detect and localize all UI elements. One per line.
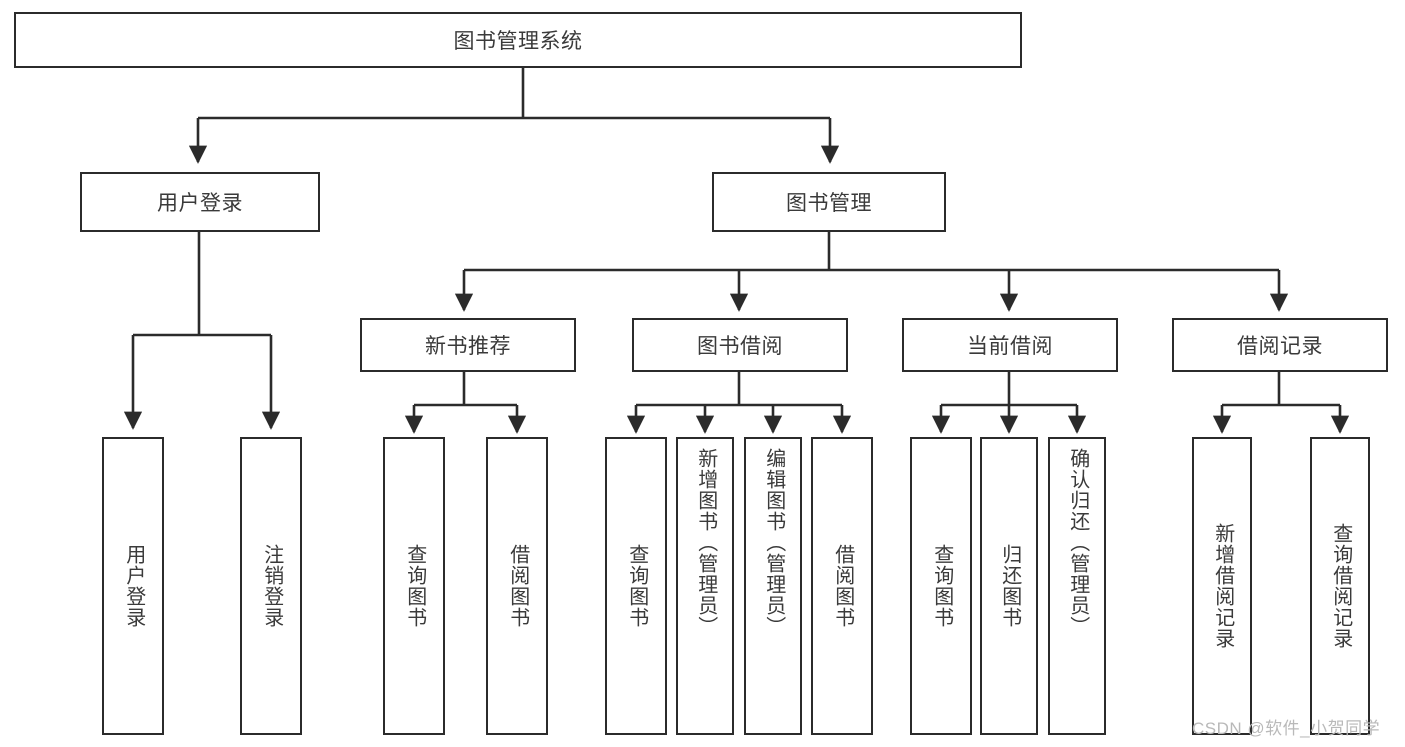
leaf-borrow-book-2[interactable]: 借阅图书 (811, 437, 873, 735)
leaf-query-book-2-label: 查询图书 (625, 544, 648, 628)
leaf-edit-book-label: 编辑图书（管理员） (762, 448, 785, 637)
leaf-query-record-label: 查询借阅记录 (1329, 523, 1352, 649)
node-current-borrow-label: 当前借阅 (967, 335, 1053, 358)
leaf-add-record-label: 新增借阅记录 (1211, 523, 1234, 649)
leaf-user-login[interactable]: 用户登录 (102, 437, 164, 735)
node-book-borrow-label: 图书借阅 (697, 335, 783, 358)
node-root[interactable]: 图书管理系统 (14, 12, 1022, 68)
leaf-logout-login-label: 注销登录 (260, 544, 283, 628)
leaf-return-book[interactable]: 归还图书 (980, 437, 1038, 735)
watermark: CSDN @软件_小贺同学 (1192, 719, 1381, 738)
node-user-login-label: 用户登录 (157, 192, 243, 215)
leaf-borrow-book-1[interactable]: 借阅图书 (486, 437, 548, 735)
leaf-logout-login[interactable]: 注销登录 (240, 437, 302, 735)
leaf-query-book-1[interactable]: 查询图书 (383, 437, 445, 735)
leaf-add-record[interactable]: 新增借阅记录 (1192, 437, 1252, 735)
node-book-borrow[interactable]: 图书借阅 (632, 318, 848, 372)
leaf-query-book-3[interactable]: 查询图书 (910, 437, 972, 735)
node-borrow-record[interactable]: 借阅记录 (1172, 318, 1388, 372)
node-new-book-rec-label: 新书推荐 (425, 335, 511, 358)
leaf-add-book-label: 新增图书（管理员） (694, 448, 717, 637)
leaf-query-book-3-label: 查询图书 (930, 544, 953, 628)
leaf-query-book-1-label: 查询图书 (403, 544, 426, 628)
node-user-login[interactable]: 用户登录 (80, 172, 320, 232)
leaf-return-book-label: 归还图书 (998, 544, 1021, 628)
node-book-manage-label: 图书管理 (786, 192, 872, 215)
leaf-borrow-book-1-label: 借阅图书 (506, 544, 529, 628)
node-new-book-rec[interactable]: 新书推荐 (360, 318, 576, 372)
node-current-borrow[interactable]: 当前借阅 (902, 318, 1118, 372)
node-book-manage[interactable]: 图书管理 (712, 172, 946, 232)
leaf-confirm-return-label: 确认归还（管理员） (1066, 448, 1089, 637)
leaf-query-record[interactable]: 查询借阅记录 (1310, 437, 1370, 735)
node-root-label: 图书管理系统 (453, 30, 583, 53)
leaf-confirm-return[interactable]: 确认归还（管理员） (1048, 437, 1106, 735)
leaf-query-book-2[interactable]: 查询图书 (605, 437, 667, 735)
node-borrow-record-label: 借阅记录 (1237, 335, 1323, 358)
leaf-edit-book[interactable]: 编辑图书（管理员） (744, 437, 802, 735)
leaf-borrow-book-2-label: 借阅图书 (831, 544, 854, 628)
leaf-add-book[interactable]: 新增图书（管理员） (676, 437, 734, 735)
leaf-user-login-label: 用户登录 (122, 544, 145, 628)
